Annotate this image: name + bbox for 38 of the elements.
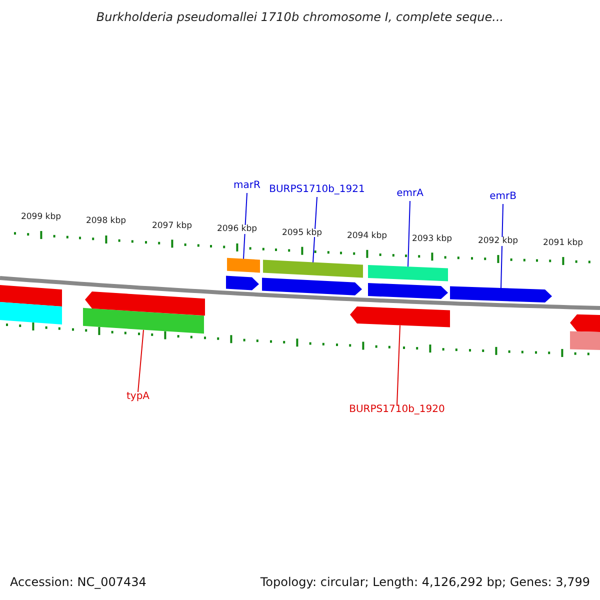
gene-feature xyxy=(368,265,448,282)
gene-feature xyxy=(570,314,600,332)
gene-feature xyxy=(0,302,62,324)
gene-feature xyxy=(450,286,552,302)
gene-label: emrB xyxy=(490,192,516,202)
footer-text: Accession: NC_007434 xyxy=(10,575,146,589)
leader-line xyxy=(500,204,504,289)
gene-feature xyxy=(226,276,259,290)
scale-label: 2099 kbp xyxy=(20,213,62,222)
gene-feature xyxy=(263,260,363,278)
gene-label: emrA xyxy=(396,189,424,199)
gene-feature xyxy=(262,278,362,296)
gene-feature xyxy=(0,285,62,306)
gene-label: typA xyxy=(126,392,150,402)
gene-label: marR xyxy=(234,181,260,191)
leader-line xyxy=(138,329,144,392)
scale-label: 2096 kbp xyxy=(216,225,258,234)
gene-label: BURPS1710b_1920 xyxy=(349,405,445,415)
scale-label: 2092 kbp xyxy=(478,237,518,246)
title: Burkholderia pseudomallei 1710b chromosome I, complete seque... xyxy=(96,11,504,23)
gene-feature xyxy=(368,283,448,299)
gene-feature xyxy=(350,306,450,328)
gene-feature xyxy=(227,258,260,273)
leader-line xyxy=(312,196,318,263)
gene-feature xyxy=(83,308,204,334)
scale-label: 2091 kbp xyxy=(542,239,584,248)
leader-line xyxy=(243,192,248,260)
scale-label: 2093 kbp xyxy=(412,234,452,244)
leader-line xyxy=(408,200,410,268)
scale-label: 2095 kbp xyxy=(282,228,322,238)
gene-feature xyxy=(570,331,600,350)
scale-label: 2094 kbp xyxy=(346,232,388,240)
footer-text: Topology: circular; Length: 4,126,292 bp; Genes: 3,799 xyxy=(260,575,590,589)
gene-label: BURPS1710b_1921 xyxy=(269,185,365,195)
leader-line xyxy=(396,324,400,406)
gene-feature xyxy=(85,292,205,316)
scale-label: 2097 kbp xyxy=(152,222,192,230)
scale-label: 2098 kbp xyxy=(86,217,126,226)
